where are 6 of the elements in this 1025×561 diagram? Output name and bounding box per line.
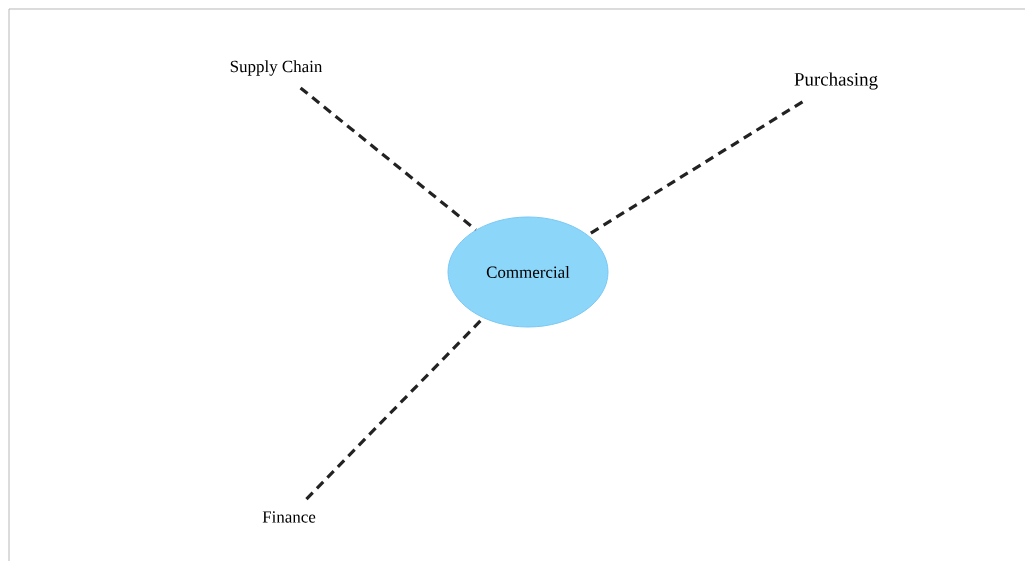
node-label: Purchasing — [794, 72, 878, 90]
dashed-line — [299, 86, 477, 231]
node-label: Finance — [262, 511, 316, 523]
ellipse-node: Commercial — [447, 216, 609, 328]
node-label: Supply Chain — [230, 60, 323, 76]
dashed-line — [587, 100, 804, 237]
